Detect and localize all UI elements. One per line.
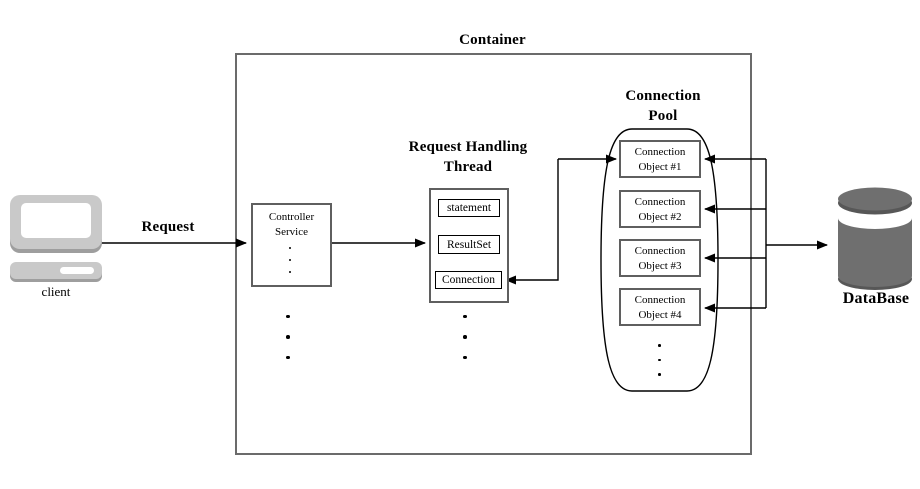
connection-object-2-box: Connection Object #2	[619, 190, 701, 228]
client-base-slot	[60, 267, 94, 274]
client-caption: client	[41, 284, 71, 299]
thread-title-line1: Request Handling	[408, 139, 528, 155]
connection-object-3-line2: Object #3	[638, 260, 682, 272]
connection-object-1-box: Connection Object #1	[619, 140, 701, 178]
connection-object-1-line2: Object #1	[638, 161, 682, 173]
pool-ellipsis-dots	[658, 338, 661, 382]
client-computer-icon	[10, 195, 102, 249]
connection-object-4-line2: Object #4	[638, 309, 682, 321]
container-box	[235, 53, 752, 455]
connection-object-4-line1: Connection	[634, 294, 686, 306]
controller-service-box: Controller Service	[251, 203, 332, 287]
database-cylinder	[838, 187, 912, 290]
client-keyboard-base	[10, 262, 102, 279]
connection-box: Connection	[435, 271, 502, 289]
thread-title-line2: Thread	[443, 159, 493, 175]
client-screen	[21, 203, 91, 238]
thread-title: Request Handling Thread	[388, 137, 548, 177]
pool-title-line1: Connection	[625, 88, 701, 104]
connection-object-4-box: Connection Object #4	[619, 288, 701, 326]
thread-more-ellipsis-dots	[463, 306, 467, 368]
request-label: Request	[141, 219, 195, 235]
controller-ellipsis-dots	[289, 242, 291, 278]
connection-object-1-line1: Connection	[634, 146, 686, 158]
connection-object-3-line1: Connection	[634, 245, 686, 257]
connection-object-3-box: Connection Object #3	[619, 239, 701, 277]
controller-more-ellipsis-dots	[286, 306, 290, 368]
database-label: DataBase	[842, 290, 910, 307]
resultset-box: ResultSet	[438, 235, 500, 254]
connection-object-2-line1: Connection	[634, 196, 686, 208]
controller-label-line1: Controller	[268, 211, 315, 223]
statement-box: statement	[438, 199, 500, 217]
pool-title: Connection Pool	[603, 86, 723, 126]
connection-object-2-line2: Object #2	[638, 211, 682, 223]
container-title: Container	[459, 32, 526, 48]
pool-title-line2: Pool	[648, 108, 678, 124]
controller-label-line2: Service	[275, 226, 308, 238]
